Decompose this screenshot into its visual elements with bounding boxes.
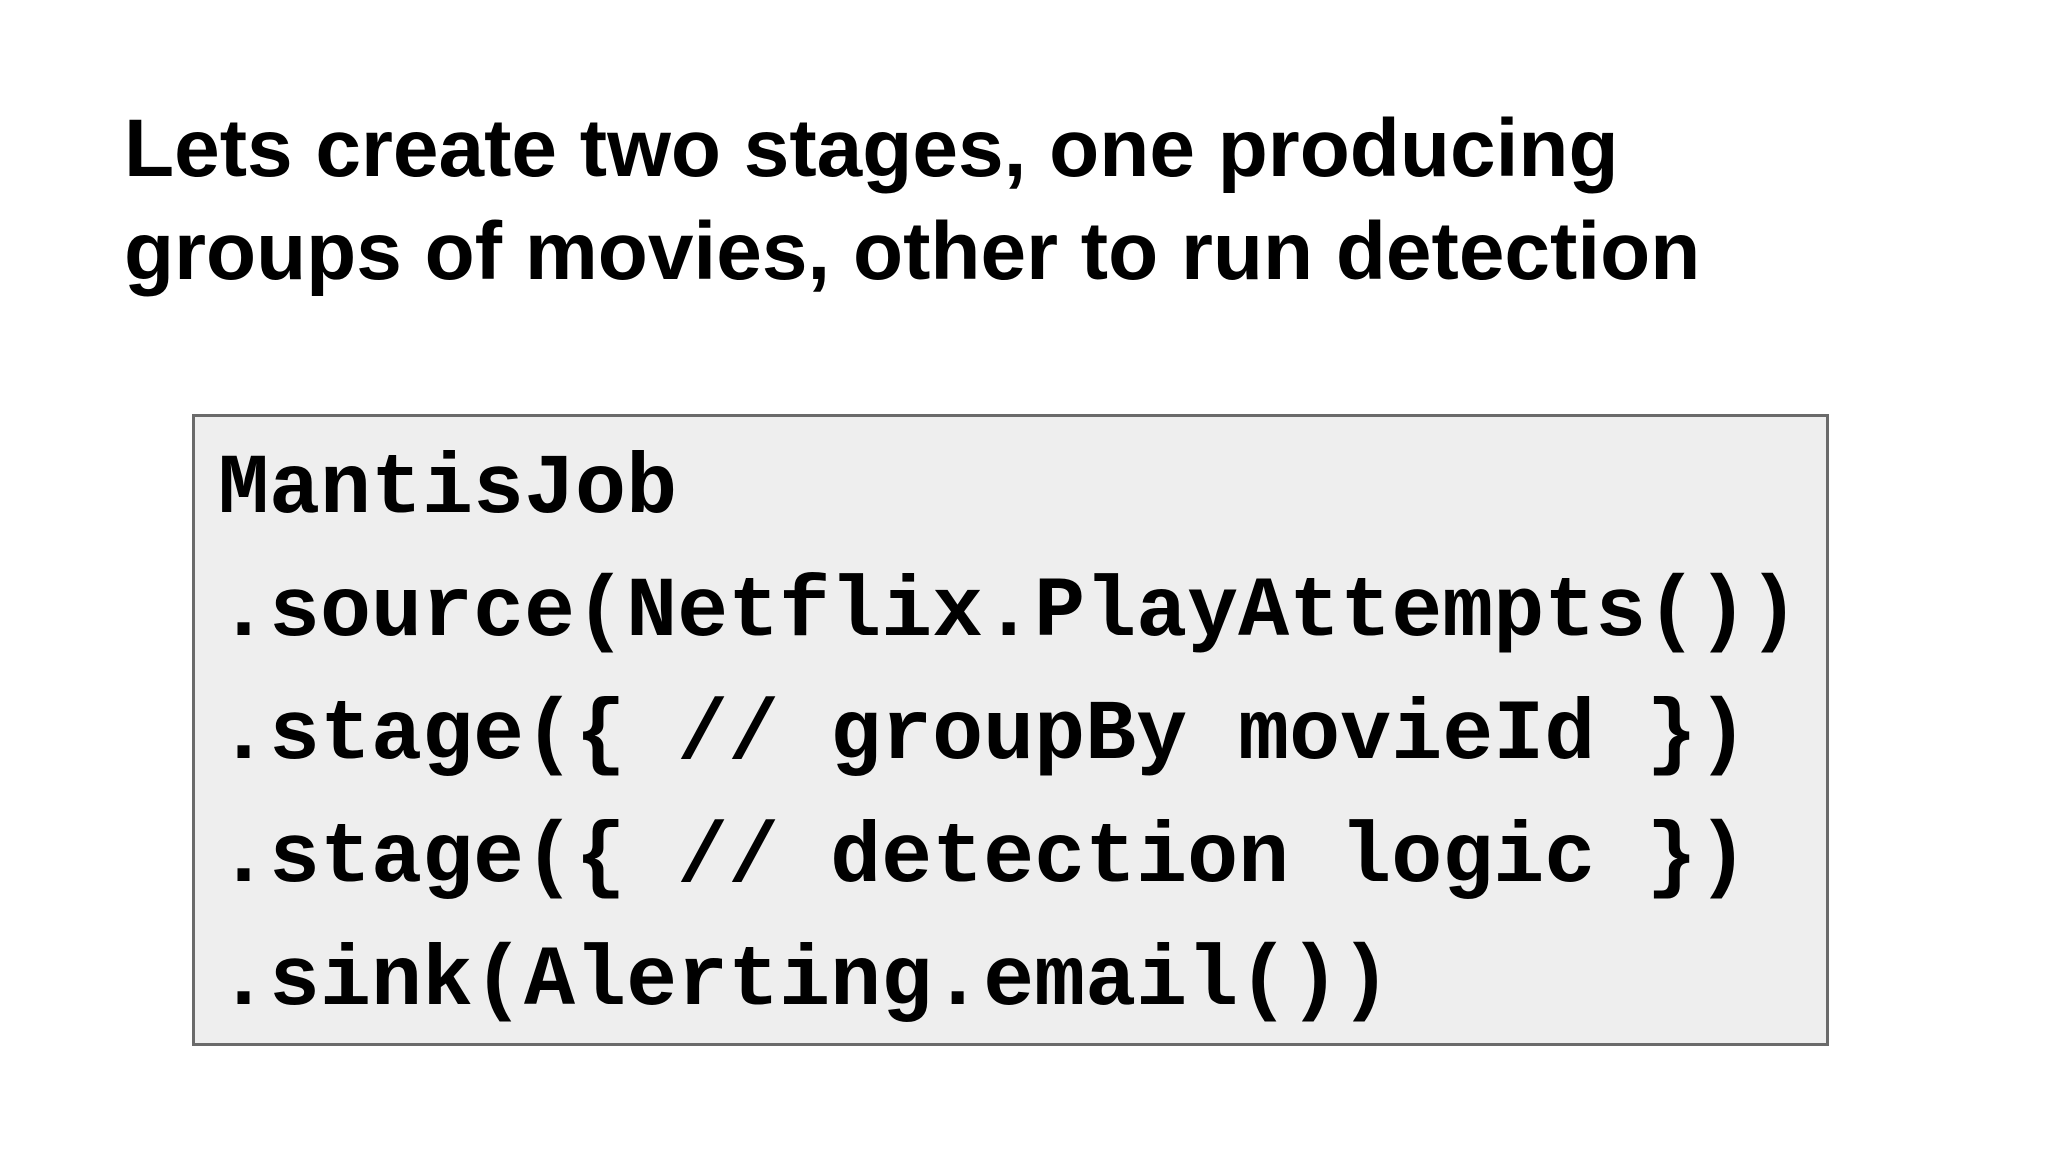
code-line-source: .source(Netflix.PlayAttempts()) — [218, 564, 1800, 661]
code-line-sink: .sink(Alerting.email()) — [218, 933, 1392, 1030]
page-title: Lets create two stages, one producing gr… — [124, 97, 1700, 303]
page-title-line-2: groups of movies, other to run detection — [124, 206, 1701, 297]
code-line-stage-groupby: .stage({ // groupBy movieId }) — [218, 687, 1749, 784]
page-title-line-1: Lets create two stages, one producing — [124, 103, 1619, 194]
code-line-stage-detection: .stage({ // detection logic }) — [218, 810, 1749, 907]
code-line-mantisjob: MantisJob — [218, 441, 678, 538]
code-block: MantisJob .source(Netflix.PlayAttempts()… — [192, 414, 1829, 1046]
